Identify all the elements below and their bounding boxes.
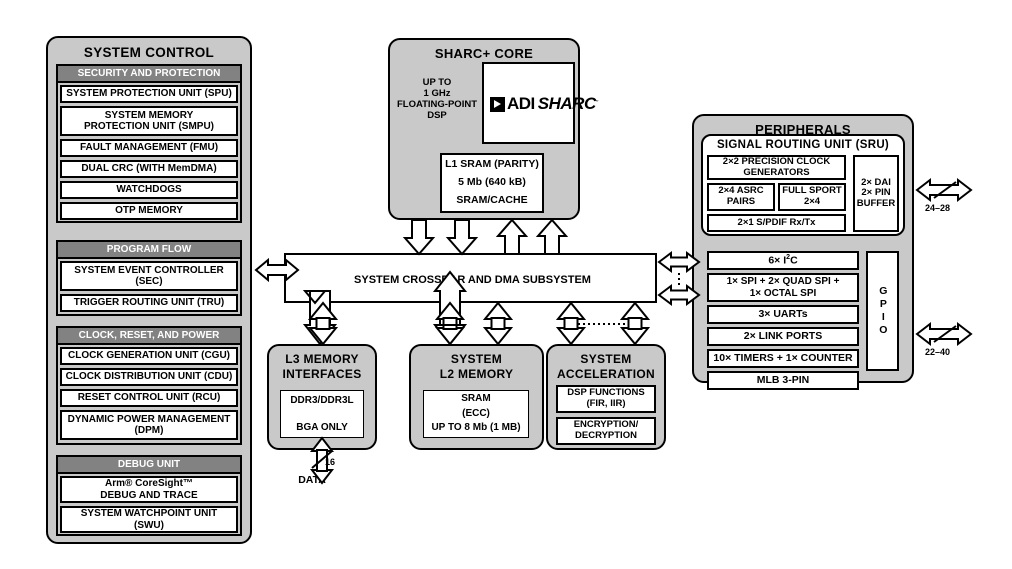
arrow-sharc-to-crossbar-2 xyxy=(445,219,479,256)
cell-cgu: CLOCK GENERATION UNIT (CGU) xyxy=(60,347,238,365)
cell-dpm: DYNAMIC POWER MANAGEMENT (DPM) xyxy=(60,410,238,440)
cell-tru: TRIGGER ROUTING UNIT (TRU) xyxy=(60,294,238,312)
adi-brand-text: ADI xyxy=(507,94,535,113)
peripherals-title: PERIPHERALS xyxy=(755,122,851,137)
cell-dai-pin-buffer: 2× DAI 2× PIN BUFFER xyxy=(853,155,899,232)
arrow-crossbar-l2-double-1 xyxy=(434,301,466,346)
cell-rcu: RESET CONTROL UNIT (RCU) xyxy=(60,389,238,407)
adi-sharc-logo: ADI SHARC ˝ xyxy=(490,94,598,114)
cell-i2c: 6× I2C xyxy=(707,251,859,270)
i2c-label: 6× I2C xyxy=(768,253,798,267)
arrow-crossbar-accel-double-1 xyxy=(555,301,587,346)
cell-otp-memory: OTP MEMORY xyxy=(60,202,238,220)
l2-memory-title: SYSTEM L2 MEMORY xyxy=(439,352,514,381)
gpio-label: GPIO xyxy=(877,285,890,337)
group-clock-reset-power-header: CLOCK, RESET, AND POWER xyxy=(58,328,240,345)
arrow-crossbar-to-sharc-1 xyxy=(495,218,529,255)
group-program-flow-header: PROGRAM FLOW xyxy=(58,242,240,259)
cell-fmu: FAULT MANAGEMENT (FMU) xyxy=(60,139,238,157)
sharc-core-spec: UP TO 1 GHz FLOATING-POINT DSP xyxy=(396,77,478,121)
arrow-crossbar-l2-double-2 xyxy=(482,301,514,346)
cell-l2-sram: SRAM (ECC) UP TO 8 Mb (1 MB) xyxy=(423,390,529,438)
arrow-sharc-to-crossbar-1 xyxy=(402,219,436,256)
sharc-core-title: SHARC+ CORE xyxy=(434,46,534,61)
cell-precision-clock-generators: 2×2 PRECISION CLOCK GENERATORS xyxy=(707,155,846,180)
cell-full-sport: FULL SPORT 2×4 xyxy=(778,183,846,211)
adi-triangle-icon xyxy=(490,96,505,112)
external-bus-label-22-40: 22–40 xyxy=(925,347,951,357)
cell-spu: SYSTEM PROTECTION UNIT (SPU) xyxy=(60,85,238,103)
cell-asrc-pairs: 2×4 ASRC PAIRS xyxy=(707,183,775,211)
cell-sec: SYSTEM EVENT CONTROLLER (SEC) xyxy=(60,261,238,291)
cell-uarts: 3× UARTs xyxy=(707,305,859,324)
group-debug-unit-header: DEBUG UNIT xyxy=(58,457,240,474)
cell-smpu: SYSTEM MEMORY PROTECTION UNIT (SMPU) xyxy=(60,106,238,136)
system-crossbar: SYSTEM CROSSBAR AND DMA SUBSYSTEM xyxy=(284,253,657,303)
sru-header: SIGNAL ROUTING UNIT (SRU) xyxy=(716,139,890,151)
trademark-mark: ˝ xyxy=(595,100,599,108)
cell-cdu: CLOCK DISTRIBUTION UNIT (CDU) xyxy=(60,368,238,386)
arrow-external-bus-22-40 xyxy=(915,321,973,347)
cell-l1-sram: L1 SRAM (PARITY) 5 Mb (640 kB) SRAM/CACH… xyxy=(440,153,544,213)
l3-bus-label: DATA xyxy=(298,473,326,486)
l3-bus-width-label: 16 xyxy=(325,457,336,467)
cell-dual-crc: DUAL CRC (WITH MemDMA) xyxy=(60,160,238,178)
cell-ddr3: DDR3/DDR3L BGA ONLY xyxy=(280,390,364,438)
group-security-header: SECURITY AND PROTECTION xyxy=(58,66,240,83)
cell-spi: 1× SPI + 2× QUAD SPI + 1× OCTAL SPI xyxy=(707,273,859,302)
cell-watchdogs: WATCHDOGS xyxy=(60,181,238,199)
cell-mlb: MLB 3-PIN xyxy=(707,371,859,390)
arrow-crossbar-accel-double-2 xyxy=(619,301,651,346)
l3-memory-title: L3 MEMORY INTERFACES xyxy=(282,352,362,381)
cell-encryption-decryption: ENCRYPTION/ DECRYPTION xyxy=(556,417,656,445)
cell-coresight: Arm® CoreSight™ DEBUG AND TRACE xyxy=(60,476,238,503)
arrow-crossbar-l3-double xyxy=(307,301,339,346)
sharc-product-text: SHARC xyxy=(537,94,596,113)
cell-swu: SYSTEM WATCHPOINT UNIT (SWU) xyxy=(60,506,238,533)
system-acceleration-title: SYSTEM ACCELERATION xyxy=(556,352,656,381)
arrow-crossbar-to-sharc-2 xyxy=(535,218,569,255)
arrow-external-bus-24-28 xyxy=(915,177,973,203)
system-control-title: SYSTEM CONTROL xyxy=(83,45,215,60)
cell-timers-counter: 10× TIMERS + 1× COUNTER xyxy=(707,349,859,368)
cell-link-ports: 2× LINK PORTS xyxy=(707,327,859,346)
crossbar-label: SYSTEM CROSSBAR AND DMA SUBSYSTEM xyxy=(354,273,591,286)
adi-sharc-logo-box: ADI SHARC ˝ xyxy=(482,62,598,144)
cell-spdif: 2×1 S/PDIF Rx/Tx xyxy=(707,214,846,232)
cell-dsp-functions: DSP FUNCTIONS (FIR, IIR) xyxy=(556,385,656,413)
external-bus-label-24-28: 24–28 xyxy=(925,203,951,213)
cell-gpio: GPIO xyxy=(866,251,899,371)
